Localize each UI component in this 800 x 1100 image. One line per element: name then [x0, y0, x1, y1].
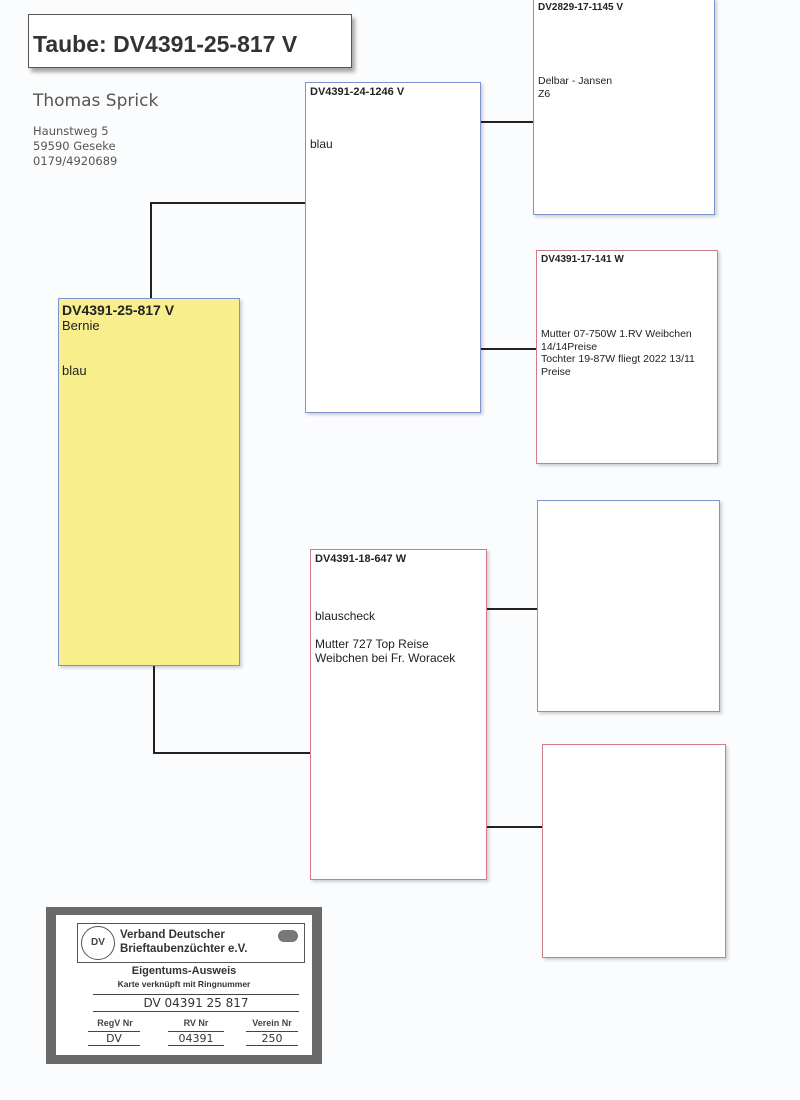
connector	[487, 608, 537, 610]
pigeon-icon	[278, 930, 298, 942]
regv-label: RegV Nr	[97, 1018, 133, 1028]
connector	[481, 348, 536, 350]
pigeon-ring: DV4391-25-817 V	[62, 302, 175, 318]
sire-ring: DV4391-24-1246 V	[310, 86, 405, 98]
dam-note-2: Weibchen bei Fr. Woracek	[315, 651, 456, 665]
owner-address: Haunstweg 5 59590 Geseke 0179/4920689	[33, 124, 117, 169]
card-heading: Eigentums-Ausweis	[131, 965, 237, 977]
connector	[487, 826, 542, 828]
sire-dam-line-1: Mutter 07-750W 1.RV Weibchen	[541, 328, 692, 340]
sire-sire-ring: DV2829-17-1145 V	[538, 2, 624, 13]
dam-color: blauscheck	[315, 609, 376, 623]
verein-label: Verein Nr	[252, 1018, 292, 1028]
sire-dam-ring: DV4391-17-141 W	[541, 254, 624, 265]
connector	[150, 203, 152, 298]
page-title: Taube: DV4391-25-817 V	[28, 14, 352, 68]
connector	[150, 202, 305, 204]
pigeon-name: Bernie	[62, 318, 100, 333]
card-ring-number: DV 04391 25 817	[93, 994, 299, 1012]
sire-dam-line-2: 14/14Preise	[541, 340, 598, 353]
verein-value: 250	[246, 1031, 298, 1046]
dam-box: DV4391-18-647 W blauscheck Mutter 727 To…	[310, 549, 487, 880]
dam-note-1: Mutter 727 Top Reise	[315, 637, 429, 651]
dv-logo-icon: DV	[81, 926, 115, 960]
rv-value: 04391	[168, 1031, 224, 1046]
sire-dam-box: DV4391-17-141 W Mutter 07-750W 1.RV Weib…	[536, 250, 718, 464]
connector	[153, 752, 310, 754]
card-header: DV Verband Deutscher Brieftaubenzüchter …	[77, 923, 305, 963]
owner-street: Haunstweg 5	[33, 124, 109, 138]
sire-sire-line-2: Z6	[538, 87, 551, 100]
owner-phone: 0179/4920689	[33, 154, 118, 168]
dam-sire-box	[537, 500, 720, 712]
connector	[481, 121, 533, 123]
connector	[153, 666, 155, 753]
dam-ring: DV4391-18-647 W	[315, 553, 407, 565]
sire-sire-line-1: Delbar - Jansen	[538, 75, 613, 87]
sire-box: DV4391-24-1246 V blau	[305, 82, 481, 413]
regv-value: DV	[88, 1031, 140, 1046]
dam-dam-box	[542, 744, 726, 958]
card-org-line-2: Brieftaubenzüchter e.V.	[120, 943, 248, 955]
card-org-line-1: Verband Deutscher	[120, 929, 225, 941]
owner-name: Thomas Sprick	[33, 91, 159, 111]
sire-dam-line-4: Preise	[541, 365, 571, 378]
sire-color: blau	[310, 137, 333, 151]
sire-sire-box: DV2829-17-1145 V Delbar - Jansen Z6	[533, 0, 715, 215]
sire-dam-line-3: Tochter 19-87W fliegt 2022 13/11	[541, 353, 695, 365]
owner-city: 59590 Geseke	[33, 139, 116, 153]
ownership-card: DV Verband Deutscher Brieftaubenzüchter …	[46, 907, 322, 1064]
card-subheading: Karte verknüpft mit Ringnummer	[117, 979, 251, 989]
pigeon-box: DV4391-25-817 V Bernie blau	[58, 298, 240, 666]
rv-label: RV Nr	[183, 1018, 209, 1028]
pigeon-color: blau	[62, 363, 87, 378]
